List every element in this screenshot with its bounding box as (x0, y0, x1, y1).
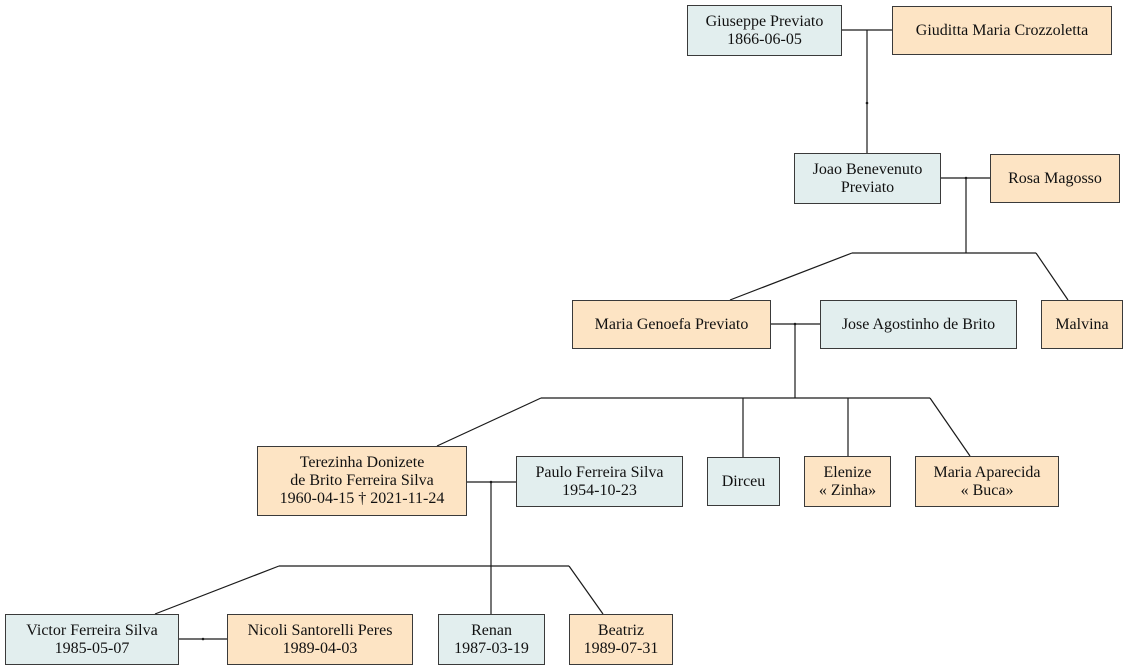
child-link-maria-aparecida (929, 397, 971, 457)
junction-dot (793, 322, 797, 326)
person-name-line2: de Brito Ferreira Silva (290, 472, 434, 489)
person-name: Nicoli Santorelli Peres (247, 621, 393, 639)
person-rosa-magosso[interactable]: Rosa Magosso (990, 154, 1120, 203)
junction-dot (489, 480, 493, 484)
person-nickname: « Zinha» (818, 481, 877, 499)
person-name-line2: Previato (840, 178, 895, 196)
person-dates: 1960-04-15 † 2021-11-24 (279, 490, 445, 507)
person-victor-ferreira-silva[interactable]: Victor Ferreira Silva 1985-05-07 (5, 614, 179, 665)
person-name-line1: Terezinha Donizete (299, 454, 425, 471)
child-link-beatriz (568, 565, 604, 615)
person-name: Elenize (823, 463, 872, 481)
person-name: Malvina (1055, 315, 1109, 333)
person-name: Paulo Ferreira Silva (535, 463, 664, 481)
person-maria-genoefa-previato[interactable]: Maria Genoefa Previato (572, 300, 771, 349)
junction-dot (865, 101, 869, 105)
person-elenize-zinha[interactable]: Elenize « Zinha» (804, 456, 891, 507)
person-name: Renan (471, 621, 512, 639)
person-giuditta-maria-crozzoletta[interactable]: Giuditta Maria Crozzoletta (892, 6, 1112, 55)
person-name: Victor Ferreira Silva (26, 621, 158, 639)
child-link-maria-genoefa (729, 252, 853, 301)
person-joao-benevenuto-previato[interactable]: Joao Benevenuto Previato (794, 153, 941, 204)
person-dates: 1866-06-05 (727, 30, 802, 48)
child-link-victor (154, 565, 280, 615)
person-paulo-ferreira-silva[interactable]: Paulo Ferreira Silva 1954-10-23 (516, 456, 683, 507)
person-dates: 1987-03-19 (454, 639, 529, 657)
person-nicoli-santorelli-peres[interactable]: Nicoli Santorelli Peres 1989-04-03 (227, 614, 413, 665)
person-terezinha-donizete[interactable]: Terezinha Donizete de Brito Ferreira Sil… (257, 446, 467, 516)
person-name: Giuditta Maria Crozzoletta (915, 21, 1089, 39)
person-dirceu[interactable]: Dirceu (707, 457, 780, 506)
person-name: Maria Genoefa Previato (594, 315, 749, 333)
person-malvina[interactable]: Malvina (1041, 300, 1123, 349)
child-link-terezinha (436, 397, 542, 447)
person-jose-agostinho-de-brito[interactable]: Jose Agostinho de Brito (820, 300, 1017, 349)
person-name: Giuseppe Previato (705, 12, 824, 30)
person-name: Maria Aparecida (933, 463, 1041, 481)
junction-dot (201, 637, 205, 641)
person-dates: 1985-05-07 (54, 639, 130, 657)
person-name: Rosa Magosso (1008, 169, 1102, 187)
person-maria-aparecida-buca[interactable]: Maria Aparecida « Buca» (915, 456, 1059, 507)
child-link-malvina (1035, 252, 1069, 301)
person-name: Jose Agostinho de Brito (841, 315, 996, 333)
person-name: Dirceu (721, 472, 766, 490)
person-dates: 1989-04-03 (282, 639, 358, 657)
person-renan[interactable]: Renan 1987-03-19 (438, 614, 545, 665)
junction-dot (964, 176, 968, 180)
person-dates: 1954-10-23 (562, 481, 637, 499)
person-name-line1: Joao Benevenuto (812, 160, 923, 178)
person-dates: 1989-07-31 (583, 639, 659, 657)
person-name: Beatriz (597, 621, 645, 639)
person-beatriz[interactable]: Beatriz 1989-07-31 (569, 614, 673, 665)
person-nickname: « Buca» (960, 481, 1014, 499)
person-giuseppe-previato[interactable]: Giuseppe Previato 1866-06-05 (687, 5, 842, 56)
